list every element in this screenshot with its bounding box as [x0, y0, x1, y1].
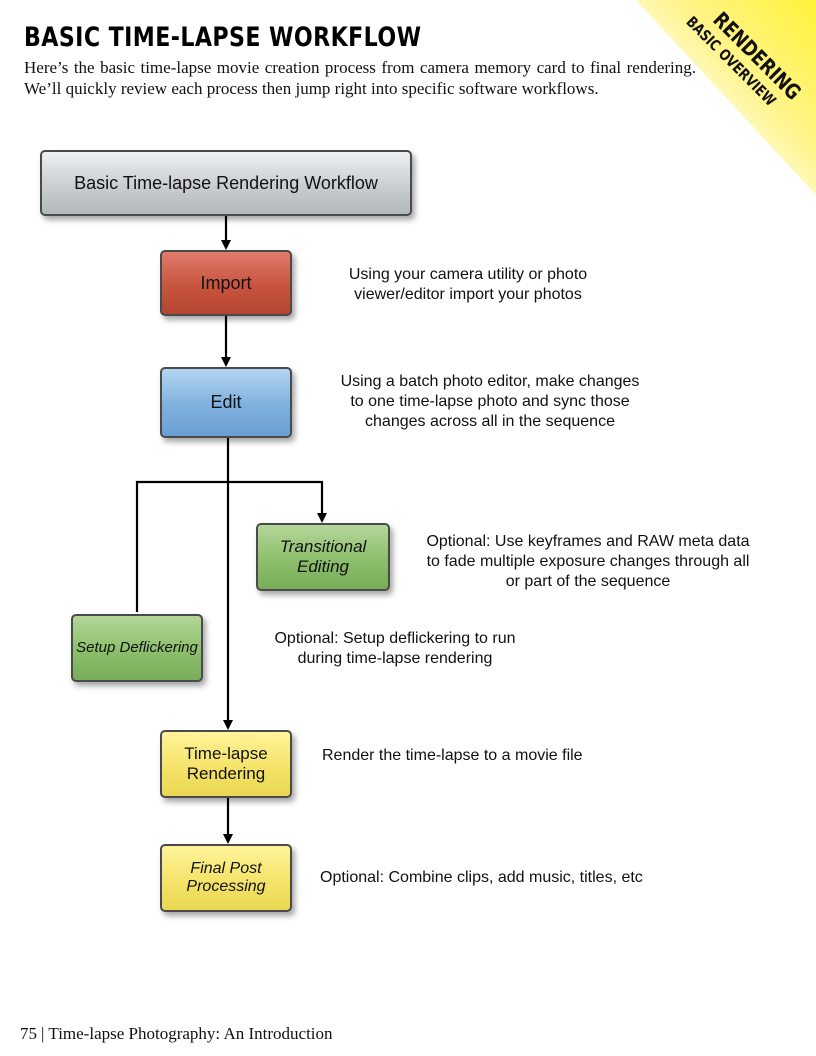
- step-import-description: Using your camera utility or photo viewe…: [348, 266, 588, 303]
- step-setup-deflickering-description: Optional: Setup deflickering to run duri…: [274, 630, 516, 667]
- footer-separator: |: [41, 1024, 45, 1043]
- step-edit-description: Using a batch photo editor, make changes…: [340, 373, 640, 430]
- step-transitional-editing-description: Optional: Use keyframes and RAW meta dat…: [426, 533, 750, 590]
- intro-paragraph: Here’s the basic time-lapse movie creati…: [24, 58, 696, 98]
- page-title: Basic Time-lapse Workflow: [24, 22, 422, 53]
- page-number: 75: [20, 1024, 37, 1043]
- section-corner-tab: RENDERING BASIC OVERVIEW: [616, 0, 816, 200]
- step-final-post-processing-box: Final Post Processing: [160, 844, 292, 912]
- step-transitional-editing-box: Transitional Editing: [256, 523, 390, 591]
- step-time-lapse-rendering-box: Time-lapse Rendering: [160, 730, 292, 798]
- step-final-post-processing-description: Optional: Combine clips, add music, titl…: [320, 869, 643, 886]
- step-import-box: Import: [160, 250, 292, 316]
- book-title: Time-lapse Photography: An Introduction: [48, 1024, 333, 1043]
- workflow-title-box: Basic Time-lapse Rendering Workflow: [40, 150, 412, 216]
- step-setup-deflickering-box: Setup Deflickering: [71, 614, 203, 682]
- page-footer: 75|Time-lapse Photography: An Introducti…: [20, 1024, 333, 1044]
- step-time-lapse-rendering-description: Render the time-lapse to a movie file: [322, 747, 583, 764]
- branch-horizontal: [135, 480, 327, 612]
- step-edit-box: Edit: [160, 367, 292, 438]
